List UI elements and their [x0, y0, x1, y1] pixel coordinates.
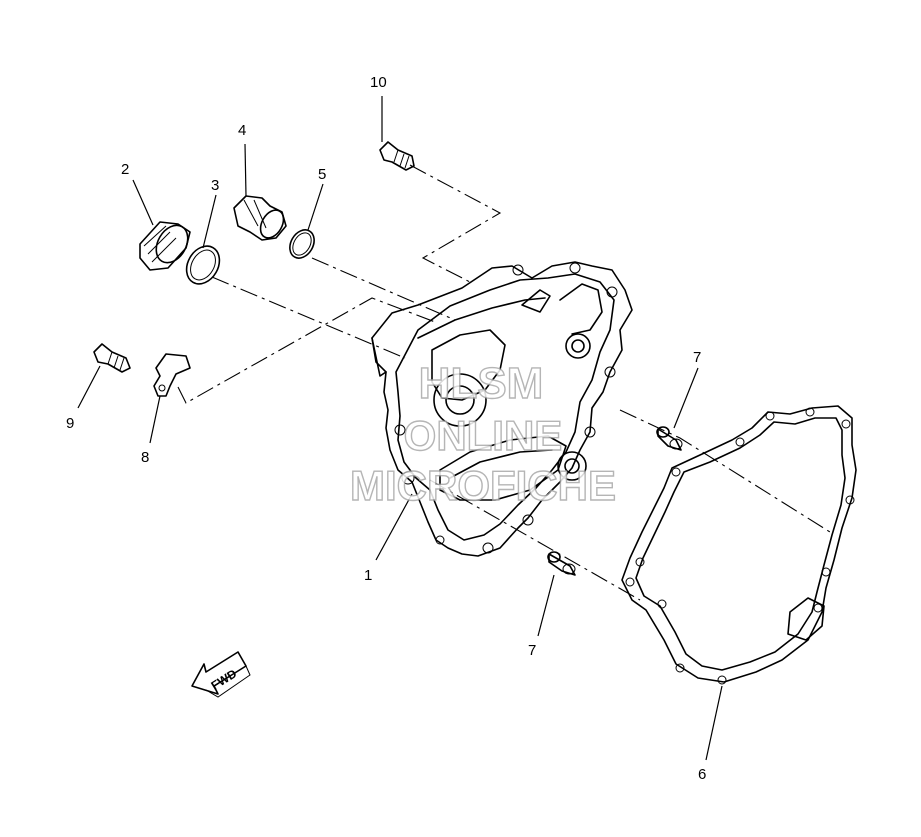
- bolt-9: [93, 343, 131, 373]
- plug: [139, 221, 191, 271]
- callout-labels: 2 3 4 5 10 9 8 7 7 1 6: [66, 74, 706, 783]
- forward-direction-arrow: FWD: [191, 651, 251, 698]
- clamp-8: [153, 353, 191, 397]
- callout-7-lower: 7: [528, 642, 536, 659]
- callout-3: 3: [211, 177, 219, 194]
- callout-4: 4: [238, 122, 246, 139]
- watermark-line-2: ONLINE: [404, 412, 563, 459]
- dowel-pin-lower: [547, 551, 576, 576]
- dowel-pin-upper: [656, 426, 683, 451]
- o-ring-3: [185, 245, 221, 285]
- fwd-label: FWD: [209, 666, 240, 693]
- watermark-line-1: HLSM: [419, 359, 544, 408]
- bolt-10: [379, 141, 415, 171]
- callout-8: 8: [141, 449, 149, 466]
- callout-1: 1: [364, 567, 372, 584]
- callout-7-upper: 7: [693, 349, 701, 366]
- callout-9: 9: [66, 415, 74, 432]
- callout-6: 6: [698, 766, 706, 783]
- crankcase-cover: [371, 261, 633, 557]
- callout-2: 2: [121, 161, 129, 178]
- o-ring-5: [289, 229, 315, 259]
- leader-lines: [77, 96, 723, 761]
- watermark: HLSM ONLINE MICROFICHE: [349, 358, 616, 509]
- watermark-line-3: MICROFICHE: [350, 462, 616, 509]
- plug-4: [233, 195, 287, 241]
- cover-gasket: [621, 405, 857, 685]
- callout-10: 10: [370, 74, 387, 91]
- callout-5: 5: [318, 166, 326, 183]
